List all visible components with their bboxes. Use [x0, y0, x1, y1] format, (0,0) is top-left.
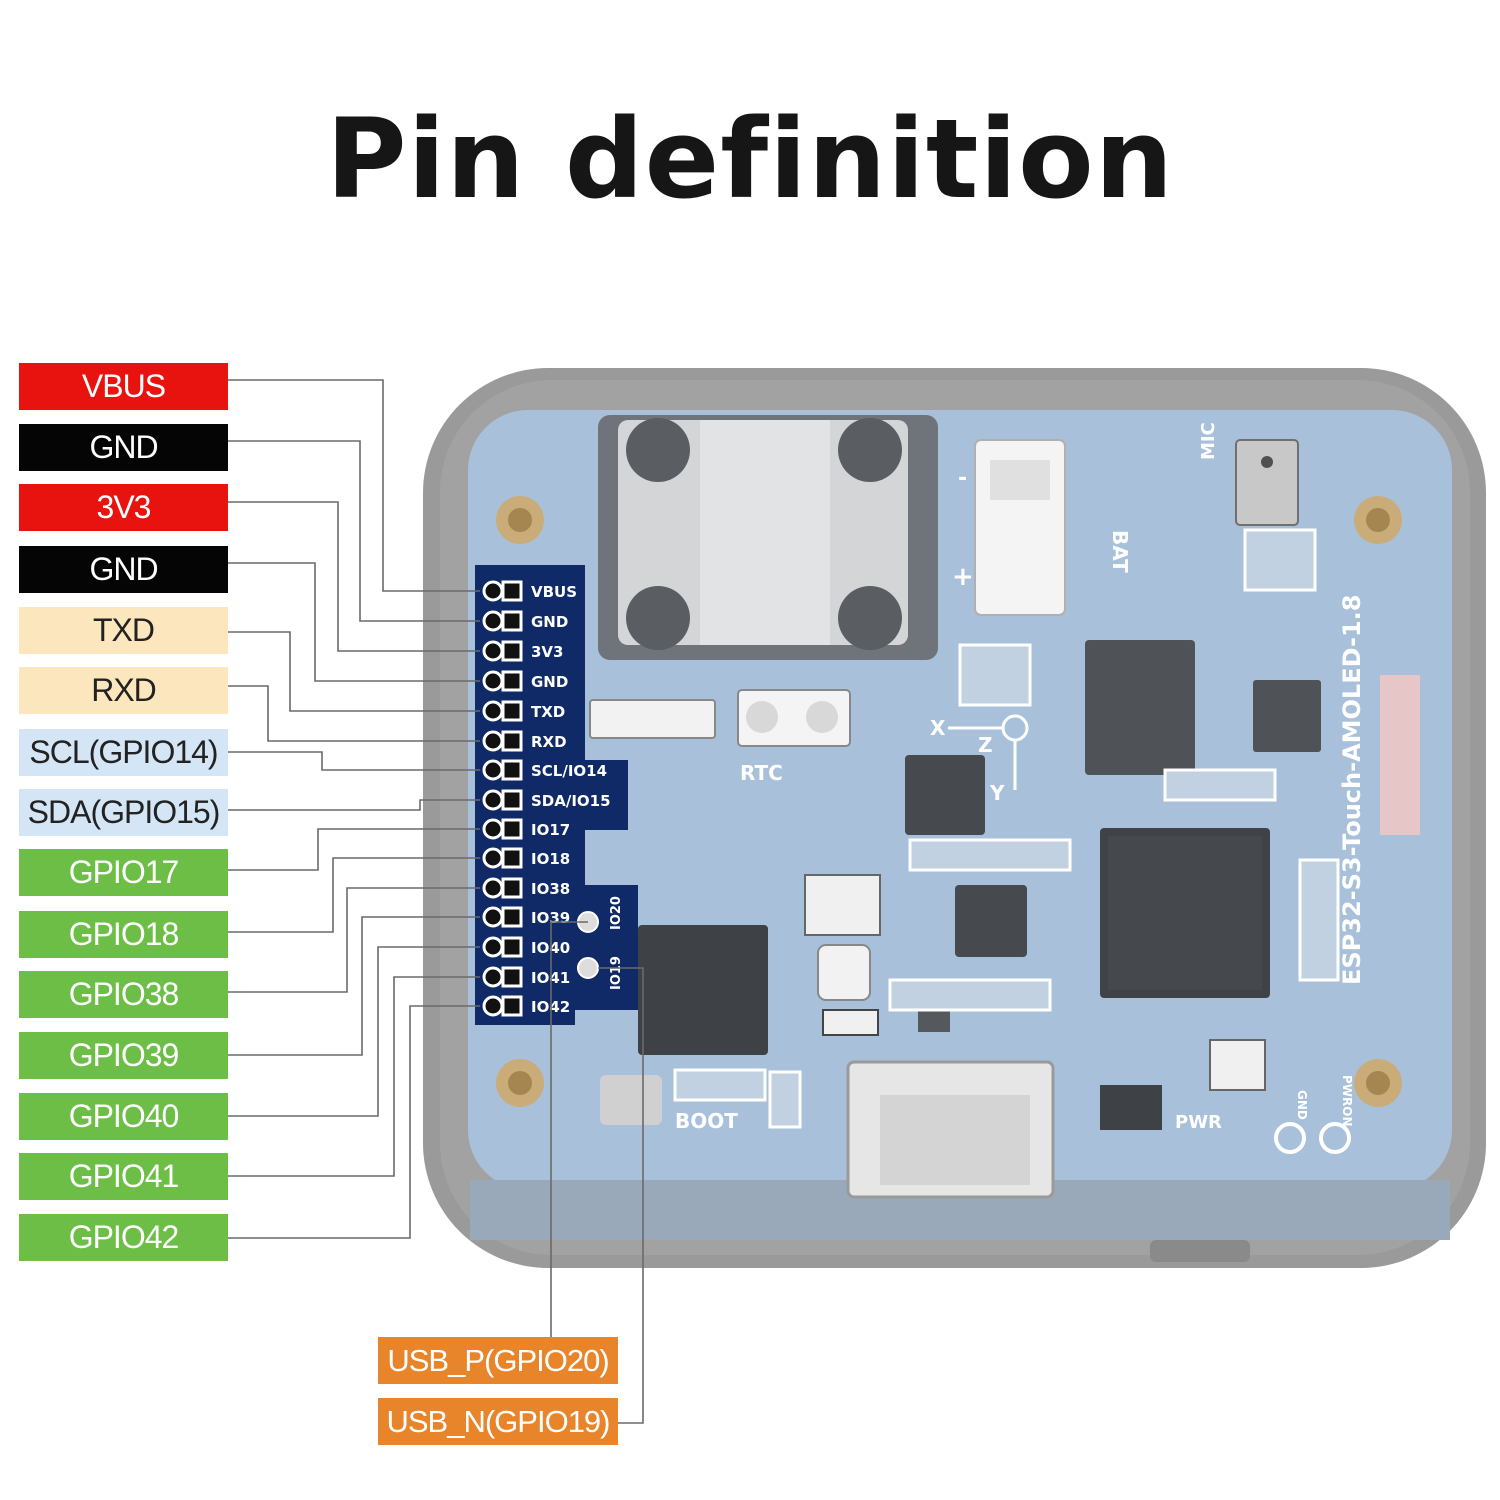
mic-label: MIC [1198, 422, 1219, 460]
microphone [1235, 439, 1299, 526]
page-title: Pin definition [325, 95, 1175, 223]
header-pin-label: SCL/IO14 [531, 762, 607, 780]
header-pin-label: TXD [531, 703, 565, 721]
header-pin-label: 3V3 [531, 643, 563, 661]
header-pin-0: VBUS [482, 580, 577, 602]
header-pin-5: RXD [482, 730, 567, 752]
pwron-pad-label: PWRON [1340, 1075, 1354, 1127]
leader-line [228, 562, 480, 682]
pcb-board: BAT - + MIC RTC [468, 410, 1452, 1240]
header-pin-12: IO40 [482, 936, 570, 958]
header-pin-label: IO17 [531, 821, 570, 839]
header-pin-label: RXD [531, 733, 567, 751]
pin-label-14: GPIO42 [19, 1214, 228, 1261]
pin-label-11: GPIO39 [19, 1032, 228, 1079]
header-pin-label: IO18 [531, 850, 570, 868]
y-axis-label: Y [989, 781, 1005, 805]
pin-label-3: GND [19, 546, 228, 593]
header-pin-label: GND [531, 613, 568, 631]
leader-line [228, 946, 480, 1117]
pin-label-2: 3V3 [19, 484, 228, 531]
leader-line [228, 440, 480, 622]
leader-line [228, 631, 480, 712]
usb-pad-label: IO20 [609, 896, 624, 930]
header-pin-label: VBUS [531, 583, 577, 601]
boot-label: BOOT [675, 1109, 738, 1133]
leader-line [228, 799, 480, 811]
pin-label-6: SCL(GPIO14) [19, 729, 228, 776]
pin-label-8: GPIO17 [19, 849, 228, 896]
pin-label-13: GPIO41 [19, 1153, 228, 1200]
header-pin-3: GND [482, 670, 568, 692]
pin-label-4: TXD [19, 607, 228, 654]
usb-pad-label: IO19 [609, 956, 624, 990]
imu-chip [905, 755, 985, 835]
bat-plus-label: + [952, 562, 974, 592]
leader-line [228, 751, 480, 771]
power-ic [1100, 1085, 1162, 1130]
boot-button [600, 1075, 662, 1125]
leader-line [228, 828, 480, 871]
header-pin-1: GND [482, 610, 568, 632]
header-pin-4: TXD [482, 700, 565, 722]
bat-minus-label: - [958, 466, 967, 491]
header-pin-label: GND [531, 673, 568, 691]
pin-label-7: SDA(GPIO15) [19, 789, 228, 836]
audio-codec [638, 925, 768, 1055]
header-pins: VBUSGND3V3GNDTXDRXDSCL/IO14SDA/IO15IO17I… [482, 580, 611, 1017]
pin-label-9: GPIO18 [19, 911, 228, 958]
header-pin-9: IO18 [482, 847, 570, 869]
header-pin-6: SCL/IO14 [482, 759, 607, 781]
z-axis-label: Z [978, 733, 993, 757]
gnd-pad-label: GND [1295, 1090, 1309, 1120]
header-pin-label: IO38 [531, 880, 570, 898]
pin-label-10: GPIO38 [19, 971, 228, 1018]
leader-line [228, 501, 480, 652]
header-pin-14: IO42 [482, 995, 570, 1017]
leader-line [228, 1005, 480, 1239]
leader-line [228, 916, 480, 1056]
header-pin-8: IO17 [482, 818, 570, 840]
mounting-holes [496, 496, 1402, 1107]
usb-label-0: USB_P(GPIO20) [378, 1337, 618, 1384]
pin-label-12: GPIO40 [19, 1093, 228, 1140]
leader-line [598, 967, 644, 1424]
leader-lines [228, 379, 644, 1424]
header-pin-10: IO38 [482, 877, 570, 899]
pin-label-5: RXD [19, 667, 228, 714]
usb-pad-1 [577, 957, 599, 979]
pin-label-0: VBUS [19, 363, 228, 410]
rtc-label: RTC [740, 761, 783, 785]
header-pin-7: SDA/IO15 [482, 789, 611, 811]
pwr-label: PWR [1175, 1112, 1222, 1133]
leader-line [228, 685, 480, 742]
pin-label-1: GND [19, 424, 228, 471]
leader-line [228, 976, 480, 1177]
header-pin-label: SDA/IO15 [531, 792, 611, 810]
leader-line [228, 379, 480, 592]
flash-chip [1085, 640, 1195, 775]
bat-label: BAT [1108, 530, 1132, 573]
header-pin-2: 3V3 [482, 640, 563, 662]
x-axis-label: X [930, 716, 946, 740]
leader-line [228, 857, 480, 933]
header-pin-13: IO41 [482, 966, 570, 988]
board-model-label: ESP32-S3-Touch-AMOLED-1.8 [1338, 595, 1366, 985]
leader-line [228, 887, 480, 993]
usb-label-1: USB_N(GPIO19) [378, 1398, 618, 1445]
